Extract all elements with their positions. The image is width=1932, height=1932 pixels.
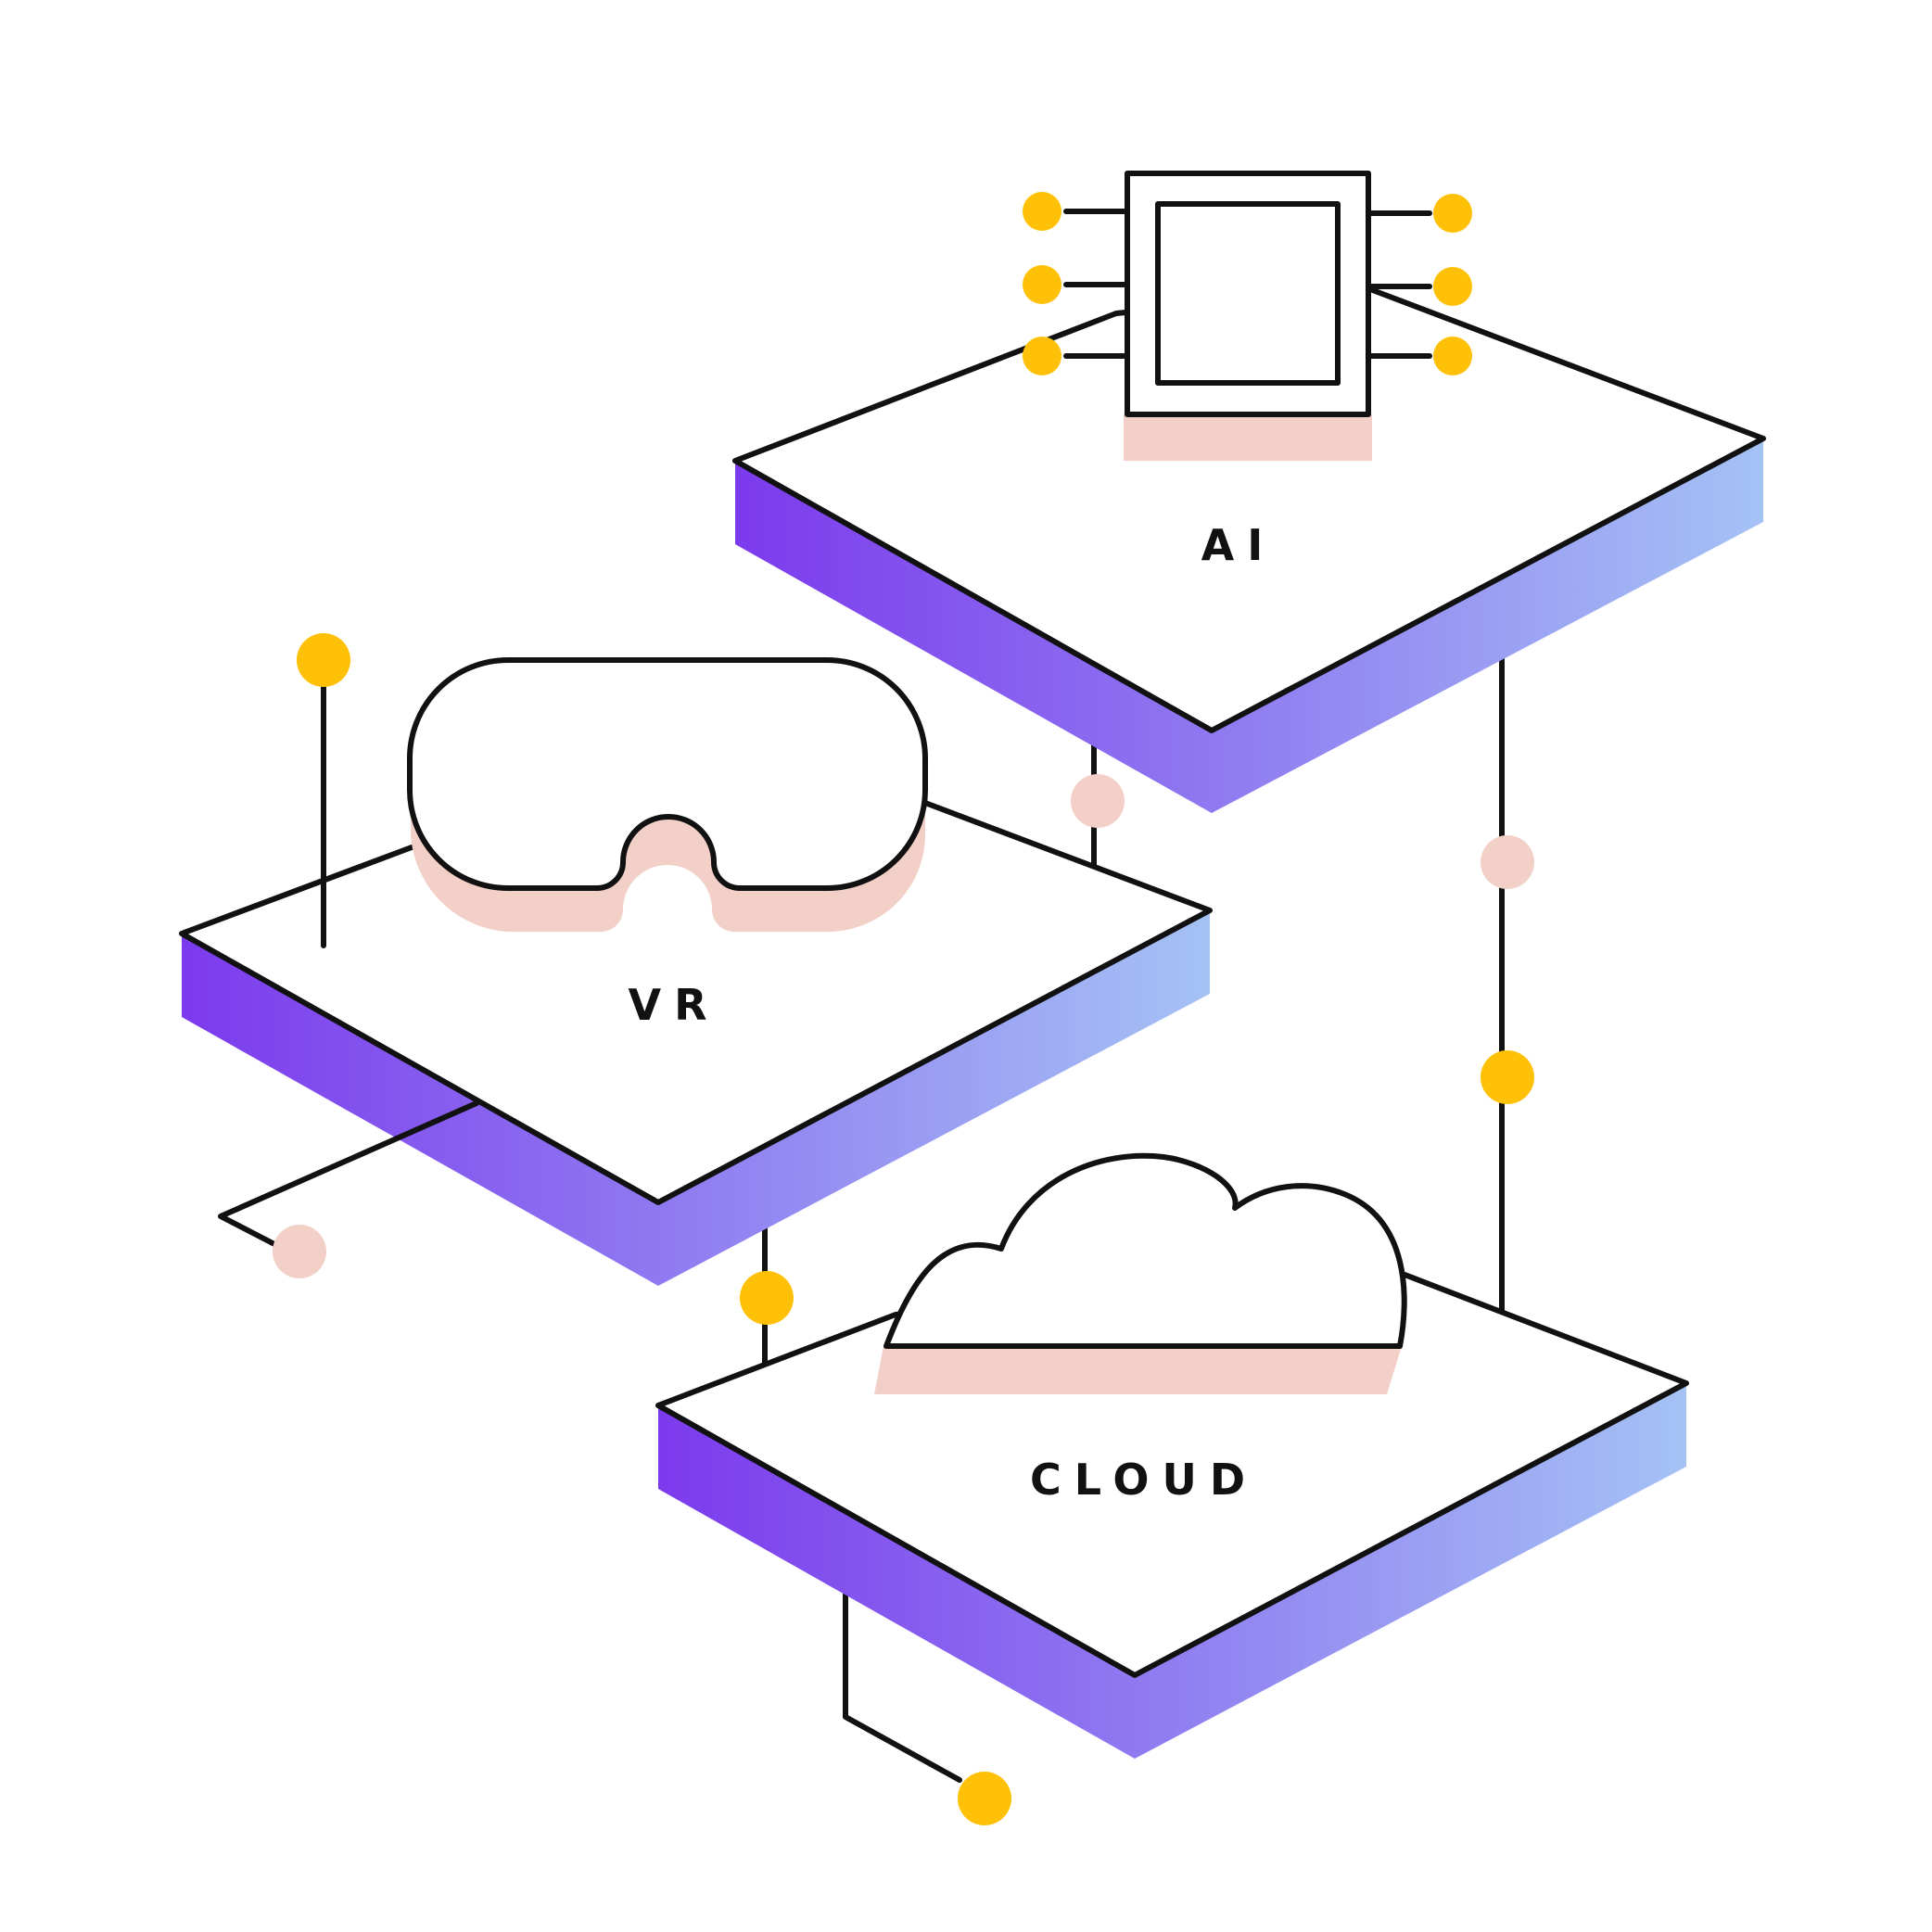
cloud-shadow	[874, 1346, 1402, 1394]
vr-bottom-node	[273, 1225, 326, 1278]
cloud-body	[883, 1152, 1407, 1349]
chip-pin-dot	[1023, 192, 1061, 231]
vr-headset-icon	[407, 657, 928, 933]
ai-platform-top	[732, 286, 1766, 733]
chip-shadow	[1124, 414, 1372, 461]
ai-vr-node	[1071, 774, 1125, 828]
chip-pin-dot	[1023, 337, 1061, 375]
chip-pin-dot	[1433, 194, 1472, 233]
cloud-icon	[874, 1152, 1407, 1394]
ai-label: AI	[1201, 520, 1277, 570]
vr-headset-body	[407, 657, 928, 891]
vr-platform-top	[179, 800, 1213, 1205]
vr-label: VR	[628, 980, 719, 1030]
cloud-platform-side	[658, 1383, 1686, 1759]
vr-cloud-node	[740, 1271, 794, 1325]
chip-pin-dot	[1023, 265, 1061, 304]
ai-cloud-node-pink	[1481, 835, 1534, 889]
ai-platform-side	[735, 439, 1763, 813]
cloud-bottom-connector	[843, 1592, 962, 1783]
chip-pin-dot	[1433, 267, 1472, 306]
vr-bottom-connector	[218, 1100, 479, 1247]
chip-icon	[1023, 171, 1472, 461]
cloud-label: CLOUD	[1030, 1455, 1258, 1505]
vr-platform: VR	[179, 800, 1213, 1286]
chip-pin-dot	[1433, 337, 1472, 375]
vr-platform-side	[182, 910, 1210, 1286]
chip-core	[1155, 201, 1341, 386]
ai-platform: AI	[732, 286, 1766, 813]
vr-left-node	[297, 633, 350, 687]
connectors-front	[218, 633, 1534, 1825]
ai-cloud-node-yellow	[1481, 1050, 1534, 1104]
cloud-bottom-node	[958, 1772, 1011, 1825]
